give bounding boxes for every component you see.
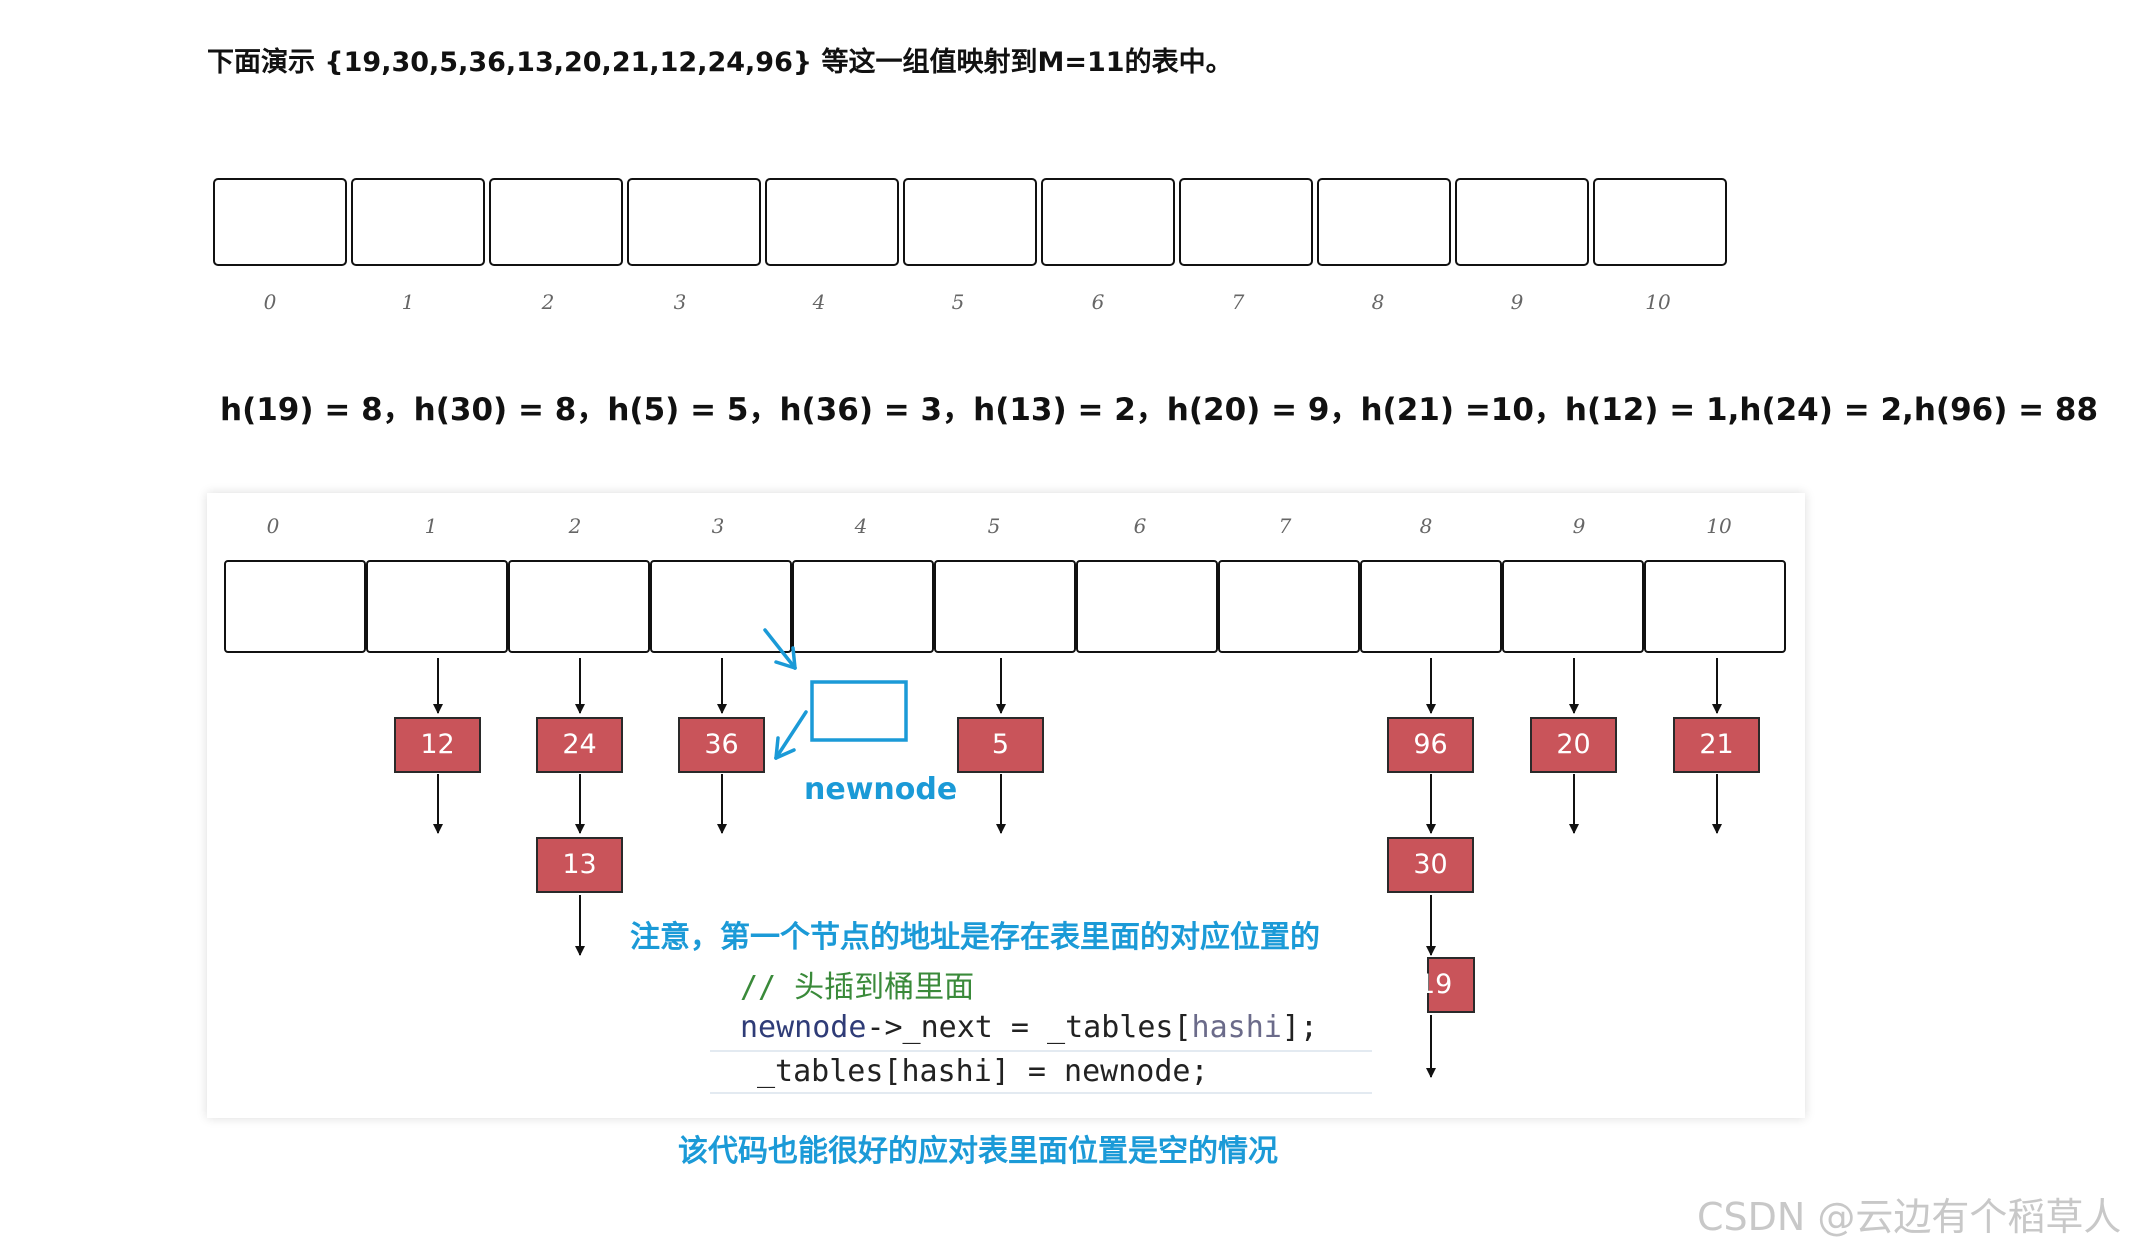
slot-index: 3 xyxy=(673,290,687,314)
table-slot xyxy=(1179,178,1313,266)
slot-index: 0 xyxy=(263,290,277,314)
list-node: 12 xyxy=(394,717,481,773)
code-token: ->_next = _tables[ xyxy=(866,1010,1192,1045)
code-token: newnode xyxy=(740,1010,867,1045)
table-slot xyxy=(650,560,792,653)
blue-arrow-out xyxy=(774,710,808,760)
table-slot xyxy=(765,178,899,266)
list-node: 36 xyxy=(678,717,765,773)
slot-index: 7 xyxy=(1278,514,1292,538)
slot-index: 10 xyxy=(1706,514,1732,538)
page-title: 下面演示 {19,30,5,36,13,20,21,12,24,96} 等这一组… xyxy=(207,47,1233,78)
table-slot xyxy=(508,560,650,653)
list-node-partial: 19 xyxy=(1418,957,1475,1013)
newnode-box xyxy=(810,680,908,742)
table-slot xyxy=(1076,560,1218,653)
slot-index: 1 xyxy=(401,290,415,314)
blue-arrow-out-head xyxy=(774,748,796,760)
code-token: ]; xyxy=(1281,1010,1318,1045)
slot-index: 6 xyxy=(1133,514,1147,538)
slot-index: 9 xyxy=(1510,290,1524,314)
note-first-node: 注意，第一个节点的地址是存在表里面的对应位置的 xyxy=(630,920,1320,955)
slot-index: 1 xyxy=(424,514,438,538)
table-slot xyxy=(1041,178,1175,266)
newnode-label: newnode xyxy=(804,772,958,807)
blue-arrow-out-head xyxy=(774,736,780,760)
table-slot xyxy=(1360,560,1502,653)
blue-arrow-in-head xyxy=(774,660,797,670)
slot-index: 0 xyxy=(266,514,280,538)
watermark: CSDN @云边有个稻草人 xyxy=(1697,1195,2122,1239)
list-node: 96 xyxy=(1387,717,1474,773)
slot-index: 7 xyxy=(1231,290,1245,314)
table-slot xyxy=(1455,178,1589,266)
code-line-1: newnode->_next = _tables[hashi]; xyxy=(740,1010,1318,1045)
hash-formula: h(19) = 8，h(30) = 8，h(5) = 5，h(36) = 3，h… xyxy=(220,392,2099,428)
table-slot xyxy=(627,178,761,266)
table-slot xyxy=(792,560,934,653)
table-slot xyxy=(1317,178,1451,266)
list-node: 5 xyxy=(957,717,1044,773)
code-token: hashi xyxy=(1191,1010,1282,1045)
list-node: 21 xyxy=(1673,717,1760,773)
list-node: 20 xyxy=(1530,717,1617,773)
list-node: 30 xyxy=(1387,837,1474,893)
slot-index: 4 xyxy=(854,514,868,538)
code-line-2: _tables[hashi] = newnode; xyxy=(757,1054,1209,1089)
table-slot xyxy=(366,560,508,653)
slot-index: 5 xyxy=(987,514,1001,538)
slot-index: 6 xyxy=(1091,290,1105,314)
table-slot xyxy=(489,178,623,266)
slot-index: 2 xyxy=(541,290,555,314)
table-slot xyxy=(1218,560,1360,653)
table-slot xyxy=(934,560,1076,653)
blue-arrow-in xyxy=(763,628,797,670)
note-empty-slot: 该代码也能很好的应对表里面位置是空的情况 xyxy=(678,1134,1278,1169)
blue-arrow-in-head xyxy=(791,646,797,670)
slot-index: 8 xyxy=(1371,290,1385,314)
slot-index: 10 xyxy=(1645,290,1671,314)
table-slot xyxy=(1502,560,1644,653)
list-node: 24 xyxy=(536,717,623,773)
table-slot xyxy=(351,178,485,266)
table-slot xyxy=(903,178,1037,266)
table-slot xyxy=(1593,178,1727,266)
slot-index: 8 xyxy=(1419,514,1433,538)
slot-index: 4 xyxy=(812,290,826,314)
code-comment: // 头插到桶里面 xyxy=(740,970,975,1005)
slot-index: 3 xyxy=(711,514,725,538)
table-slot xyxy=(213,178,347,266)
table-slot xyxy=(224,560,366,653)
slot-index: 5 xyxy=(951,290,965,314)
slot-index: 2 xyxy=(568,514,582,538)
table-slot xyxy=(1644,560,1786,653)
list-node: 13 xyxy=(536,837,623,893)
slot-index: 9 xyxy=(1572,514,1586,538)
